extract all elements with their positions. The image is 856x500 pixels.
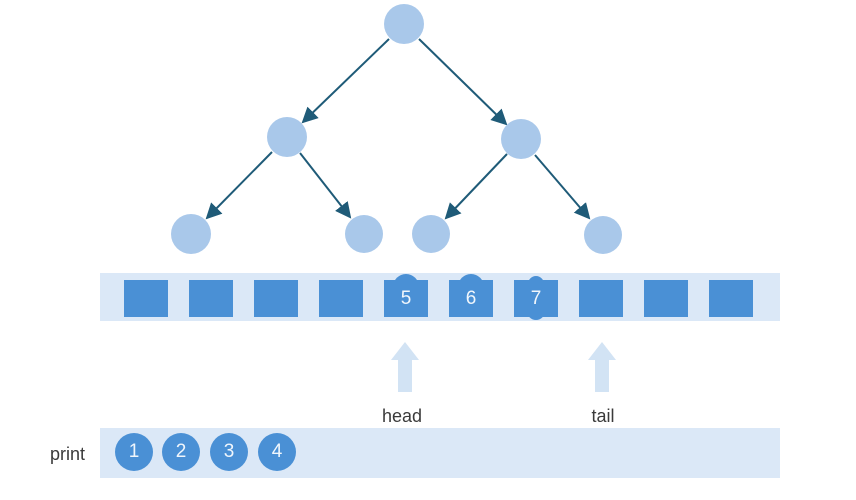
enqueued-node-bump [527,302,545,320]
printed-node: 1 [115,433,153,471]
queue-cell-value: 6 [465,288,477,309]
queue-cell-value [124,280,168,317]
queue-cell-value [709,280,753,317]
arrow-up-tip [588,342,616,360]
tree-node-right [501,119,541,159]
print-bar: 1 2 3 4 [100,428,780,478]
arrow-up-tip [391,342,419,360]
enqueued-node-bump [528,276,544,292]
queue-cell [709,280,753,317]
arrow-up-shaft [398,360,412,392]
binary-tree [171,4,622,254]
queue-cell-value: 5 [400,288,412,309]
queue-cell [319,280,363,317]
queue-cell [189,280,233,317]
queue-cell [124,280,168,317]
tree-edge [299,152,352,219]
queue-cell-value [189,280,233,317]
queue-cell-value [319,280,363,317]
tree-node-root [384,4,424,44]
printed-node: 2 [162,433,200,471]
tree-node-leaf-4 [584,216,622,254]
printed-node: 4 [258,433,296,471]
tree-edge [418,38,508,126]
tree-edge [301,38,390,124]
queue-cell-value [644,280,688,317]
tree-edge [205,151,273,220]
tree-node-leaf-1 [171,214,211,254]
queue-cell [644,280,688,317]
printed-node: 3 [210,433,248,471]
queue-cell-value [254,280,298,317]
queue-cell-value [579,280,623,317]
tree-node-left [267,117,307,157]
queue-cell [579,280,623,317]
tree-node-leaf-3 [412,215,450,253]
tree-nodes [171,4,622,254]
arrow-up-shaft [595,360,609,392]
head-pointer-label: head [381,406,423,426]
queue-cell: 6 [449,274,493,317]
queue-cell: 7 [514,276,558,320]
queue-bar: 5 6 7 [100,273,780,321]
tail-pointer-label: tail [591,406,615,426]
queue-cell: 5 [384,274,428,317]
tail-pointer-arrow-icon [588,342,616,392]
enqueued-node-bump [458,274,484,300]
tree-edge [444,153,508,220]
head-pointer-arrow-icon [391,342,419,392]
tree-node-leaf-2 [345,215,383,253]
queue-cell [254,280,298,317]
tree-edge [534,154,591,220]
enqueued-node-bump [393,274,419,300]
print-label: print [50,444,86,464]
tree-edges [205,38,591,220]
queue-cell-value: 7 [530,288,542,309]
